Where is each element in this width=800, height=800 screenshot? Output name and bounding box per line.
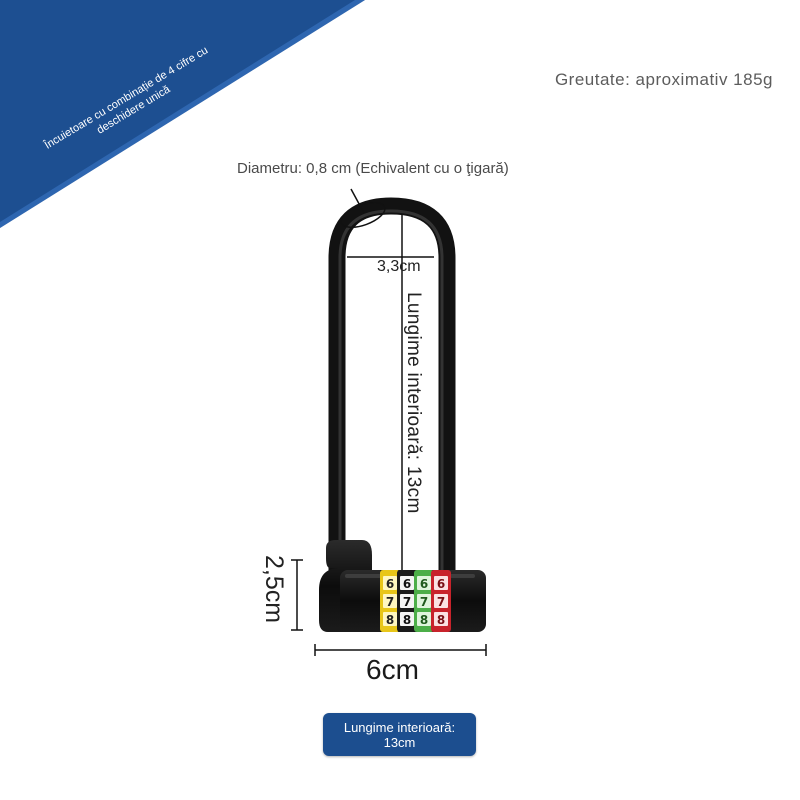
length-badge: Lungime interioară: 13cm: [323, 713, 476, 756]
weight-label: Greutate: aproximativ 185g: [554, 70, 773, 89]
diameter-label: Diametru: 0,8 cm (Echivalent cu o ţigară…: [237, 160, 509, 177]
diameter-pointer: [350, 188, 365, 214]
shackle-highlight: [338, 209, 444, 570]
dial-4-digit-2: 7: [437, 595, 445, 609]
dial-3-digit-3: 8: [420, 613, 428, 627]
dial-2-digit-3: 8: [403, 613, 411, 627]
dial-1-digit-3: 8: [386, 613, 394, 627]
height-label: 2,5cm: [260, 555, 288, 624]
dial-2-digit-1: 6: [403, 577, 411, 591]
dial-1-digit-2: 7: [386, 595, 394, 609]
corner-edge-highlight: [0, 0, 365, 228]
dial-1: 6 7 8: [380, 570, 400, 632]
dial-2: 6 7 8: [397, 570, 417, 632]
dial-1-digit-1: 6: [386, 577, 394, 591]
length-badge-text: Lungime interioară: 13cm: [343, 719, 456, 750]
dial-3: 6 7 8: [414, 570, 434, 632]
dial-4-digit-1: 6: [437, 577, 445, 591]
width-label: 6cm: [366, 654, 419, 685]
dial-4: 6 7 8: [431, 570, 451, 632]
shackle: [328, 197, 456, 575]
dial-4-digit-3: 8: [437, 613, 445, 627]
dial-2-digit-2: 7: [403, 595, 411, 609]
dial-3-digit-1: 6: [420, 577, 428, 591]
dial-3-digit-2: 7: [420, 595, 428, 609]
inner-width-label: 3,3cm: [377, 258, 421, 275]
inner-length-label: Lungime interioară: 13cm: [403, 292, 424, 514]
